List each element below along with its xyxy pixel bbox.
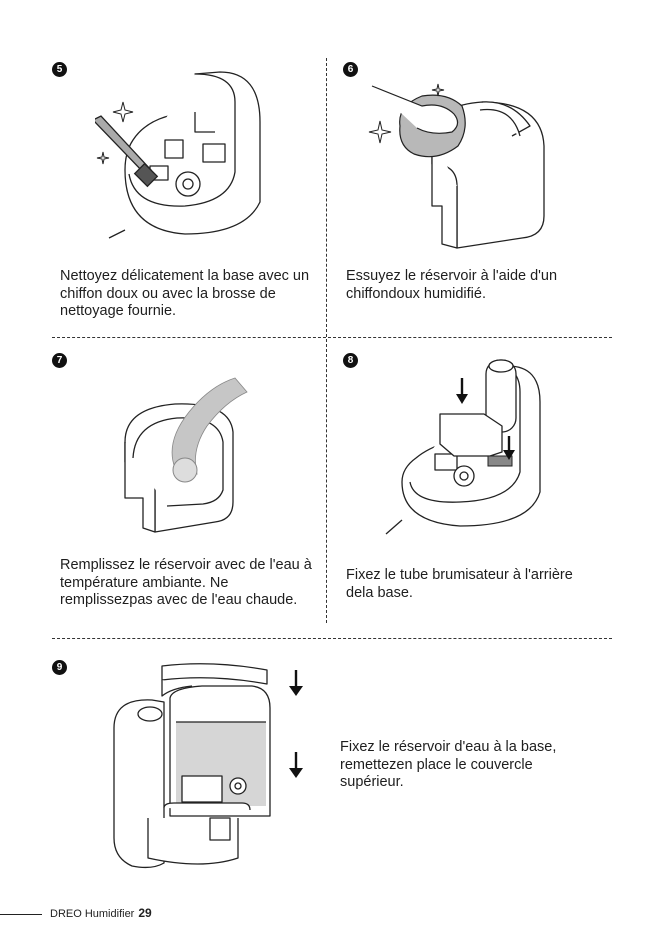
footer-brand: DREO Humidifier <box>50 908 134 920</box>
tank-filling-illustration <box>115 372 250 542</box>
step-6-instruction: Essuyez le réservoir à l'aide d'un chiff… <box>346 268 601 303</box>
step-7-instruction: Remplissez le réservoir avec de l'eau à … <box>60 557 315 610</box>
base-cleaning-illustration <box>95 62 270 247</box>
step-number-badge: 7 <box>52 353 67 368</box>
reassembly-illustration <box>112 658 312 878</box>
footer-rule <box>0 914 42 915</box>
page-number: 29 <box>138 906 151 920</box>
horizontal-divider <box>52 638 612 639</box>
step-number-badge: 8 <box>343 353 358 368</box>
vertical-divider <box>326 58 327 623</box>
step-9-instruction: Fixez le réservoir d'eau à la base, reme… <box>340 739 595 792</box>
step-number-badge: 5 <box>52 62 67 77</box>
page-footer: DREO Humidifier 29 <box>50 906 152 920</box>
step-5-instruction: Nettoyez délicatement la base avec un ch… <box>60 268 315 321</box>
step-8-instruction: Fixez le tube brumisateur à l'arrière de… <box>346 567 601 602</box>
tank-wiping-illustration <box>362 66 552 261</box>
step-number-badge: 9 <box>52 660 67 675</box>
mist-tube-attach-illustration <box>380 352 545 542</box>
horizontal-divider <box>52 337 612 338</box>
step-number-badge: 6 <box>343 62 358 77</box>
